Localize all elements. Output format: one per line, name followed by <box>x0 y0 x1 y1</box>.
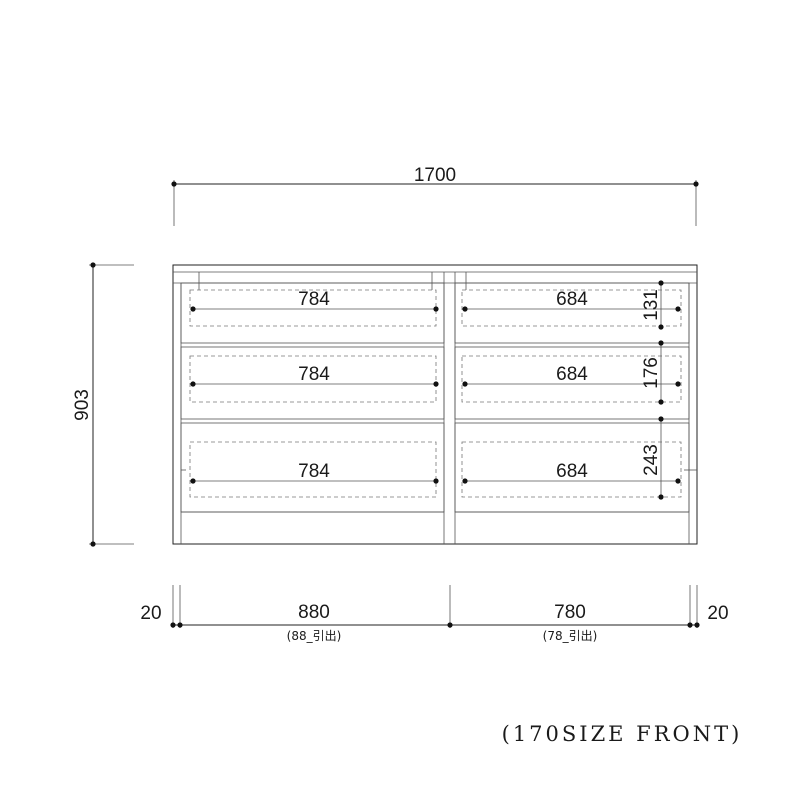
left-drawer-2-width-label: 784 <box>298 364 330 385</box>
right-drawer-3: 684 <box>454 422 690 513</box>
right-section-width-label: 780 <box>554 602 586 623</box>
drawer-1-height-dimension: 131 <box>641 280 664 330</box>
overall-height-label: 903 <box>72 389 93 421</box>
left-drawer-note: (88_引出) <box>287 629 342 643</box>
right-drawer-2: 684 <box>454 346 690 420</box>
drawer-2-height-dimension: 176 <box>641 340 664 405</box>
right-drawer-note: (78_引出) <box>543 629 598 643</box>
left-drawer-1-width-label: 784 <box>298 289 330 310</box>
overall-width-label: 1700 <box>414 165 456 186</box>
drawer-2-height-label: 176 <box>641 357 662 389</box>
left-drawer-2: 784 <box>180 346 445 420</box>
right-drawer-1-width-label: 684 <box>556 289 588 310</box>
left-drawer-1: 784 <box>180 282 445 344</box>
right-drawer-2-width-label: 684 <box>556 364 588 385</box>
right-drawer-3-width-label: 684 <box>556 461 588 482</box>
drawer-3-height-dimension: 243 <box>641 416 664 500</box>
left-side-thickness-label: 20 <box>140 603 161 624</box>
drawer-3-height-label: 243 <box>641 444 662 476</box>
overall-width-dimension: 1700 <box>171 165 699 226</box>
left-drawer-3: 784 <box>180 422 445 513</box>
right-drawer-1: 684 <box>454 282 690 344</box>
left-drawer-3-width-label: 784 <box>298 461 330 482</box>
drawing-caption: (170SIZE FRONT) <box>502 722 743 746</box>
right-side-thickness-label: 20 <box>707 603 728 624</box>
drawer-1-height-label: 131 <box>641 289 662 321</box>
left-section-width-label: 880 <box>298 602 330 623</box>
bottom-dimension-line: 20 880 (88_引出) 780 (78_引出) 20 <box>140 585 729 643</box>
overall-height-dimension: 903 <box>72 262 134 547</box>
